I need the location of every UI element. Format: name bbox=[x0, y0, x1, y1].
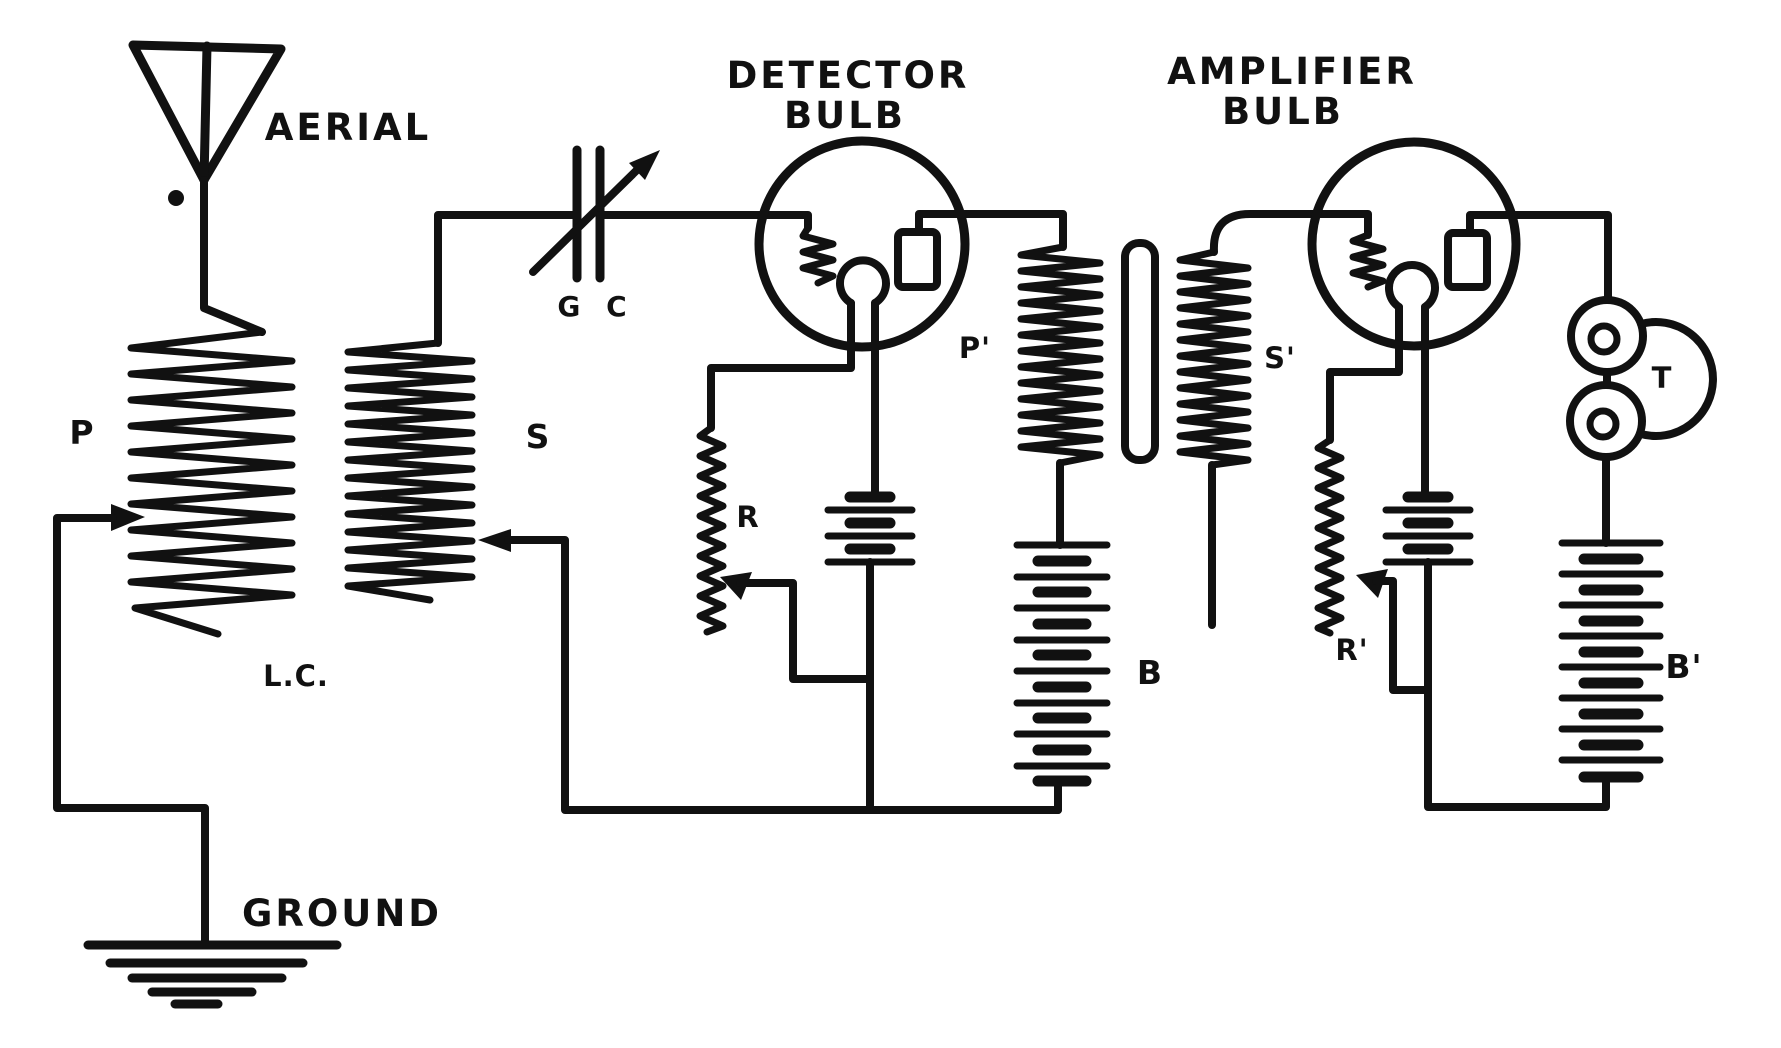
detector-rheostat-tap-wire bbox=[736, 579, 870, 683]
amplifier-filament-battery bbox=[1382, 491, 1610, 811]
loose-coupler-label: L.C. bbox=[263, 659, 329, 693]
transformer-secondary-winding bbox=[1176, 248, 1252, 469]
primary-tap-arrow-icon bbox=[111, 504, 145, 531]
amplifier-rheostat bbox=[1314, 436, 1430, 694]
detector-title-line1: DETECTOR bbox=[727, 54, 970, 97]
transformer-primary-winding bbox=[1017, 243, 1104, 467]
transformer-secondary-top-lead bbox=[1209, 210, 1372, 256]
battery-short-plates bbox=[1402, 491, 1454, 555]
aerial-label: AERIAL bbox=[265, 106, 431, 149]
telephone-label: T bbox=[1652, 361, 1673, 395]
primary-coil-label: P bbox=[69, 413, 94, 452]
ground-label: GROUND bbox=[242, 892, 442, 935]
receiver-top-inner bbox=[1587, 322, 1621, 356]
detector-plate-battery-label: B bbox=[1137, 653, 1163, 692]
detector-bulb bbox=[754, 136, 970, 352]
primary-coil-winding bbox=[127, 328, 296, 638]
receiver-top-outer bbox=[1567, 296, 1647, 376]
secondary-tap-arrow-icon bbox=[478, 529, 511, 552]
loose-coupler-secondary-coil bbox=[344, 339, 476, 604]
transformer-primary-label: P' bbox=[959, 331, 991, 365]
ground-symbol-icon bbox=[83, 940, 342, 1009]
condenser-arrow-icon bbox=[629, 150, 660, 180]
ground-circuit bbox=[53, 504, 342, 1009]
grid-condenser-label: G C bbox=[557, 290, 634, 323]
amplifier-rheostat-tap-arrow-icon bbox=[1356, 569, 1388, 598]
amplifier-rheostat-label: R' bbox=[1335, 633, 1368, 667]
detector-title-line2: BULB bbox=[784, 94, 906, 137]
loose-coupler-primary-coil bbox=[127, 328, 296, 638]
detector-filament-left-lead bbox=[707, 299, 855, 432]
amplifier-rheostat-tap-wire bbox=[1372, 577, 1430, 694]
amplifier-grid-element bbox=[1349, 231, 1387, 291]
amplifier-plate-battery-label: B' bbox=[1665, 647, 1702, 686]
amplifier-title-line1: AMPLIFIER bbox=[1167, 50, 1417, 93]
transformer-secondary-label: S' bbox=[1264, 341, 1296, 375]
aerial-antenna bbox=[128, 40, 286, 336]
battery-short-plates bbox=[844, 491, 896, 555]
detector-filament-loop bbox=[836, 256, 890, 307]
amplifier-filament-left-lead bbox=[1326, 303, 1403, 444]
condenser-arrow-shaft bbox=[529, 165, 642, 276]
detector-plate-element bbox=[894, 228, 941, 291]
amplifier-title-line2: BULB bbox=[1222, 90, 1344, 133]
plate-battery-short-plates bbox=[1578, 553, 1644, 783]
receiver-bottom-outer bbox=[1566, 381, 1646, 461]
telephone-receivers bbox=[1566, 296, 1717, 547]
amplifier-plate-battery bbox=[1558, 539, 1664, 783]
secondary-tap-return bbox=[478, 529, 1062, 814]
detector-rheostat-winding bbox=[696, 424, 727, 636]
aerial-mast bbox=[199, 41, 212, 185]
transformer-secondary-coil bbox=[1176, 210, 1372, 629]
transformer-primary-coil bbox=[1017, 243, 1104, 549]
plate-battery-long-plates bbox=[1013, 541, 1111, 770]
amplifier-filament-loop bbox=[1385, 261, 1439, 311]
amplifier-rheostat-winding bbox=[1314, 436, 1345, 637]
amplifier-bulb-glass bbox=[1307, 137, 1521, 351]
aerial-lead-wire bbox=[200, 176, 266, 336]
plate-battery-long-plates bbox=[1558, 539, 1664, 764]
detector-plate-battery bbox=[1013, 541, 1111, 814]
aerial-junction-dot bbox=[168, 190, 184, 206]
amplifier-plate-lead bbox=[1466, 211, 1612, 304]
amplifier-plate-element bbox=[1444, 229, 1491, 291]
detector-rheostat-label: R bbox=[736, 500, 759, 534]
ground-wire bbox=[53, 514, 209, 949]
detector-rheostat bbox=[696, 424, 870, 683]
detector-plate-lead bbox=[915, 210, 1067, 251]
battery-negative-lead-and-return bbox=[1424, 558, 1610, 811]
secondary-coil-winding bbox=[344, 339, 476, 604]
detector-grid-element bbox=[799, 224, 837, 287]
receiver-bottom-inner bbox=[1586, 407, 1620, 441]
condenser-to-grid-wire bbox=[596, 211, 812, 232]
amplifier-bulb bbox=[1307, 137, 1521, 351]
plate-battery-short-plates bbox=[1032, 555, 1092, 787]
transformer-core-bar bbox=[1121, 239, 1159, 464]
detector-filament-battery bbox=[824, 491, 916, 814]
secondary-coil-label: S bbox=[526, 417, 551, 456]
detector-bulb-glass bbox=[754, 136, 970, 352]
secondary-to-condenser-wire bbox=[434, 211, 581, 347]
headband-arc bbox=[1637, 318, 1717, 440]
